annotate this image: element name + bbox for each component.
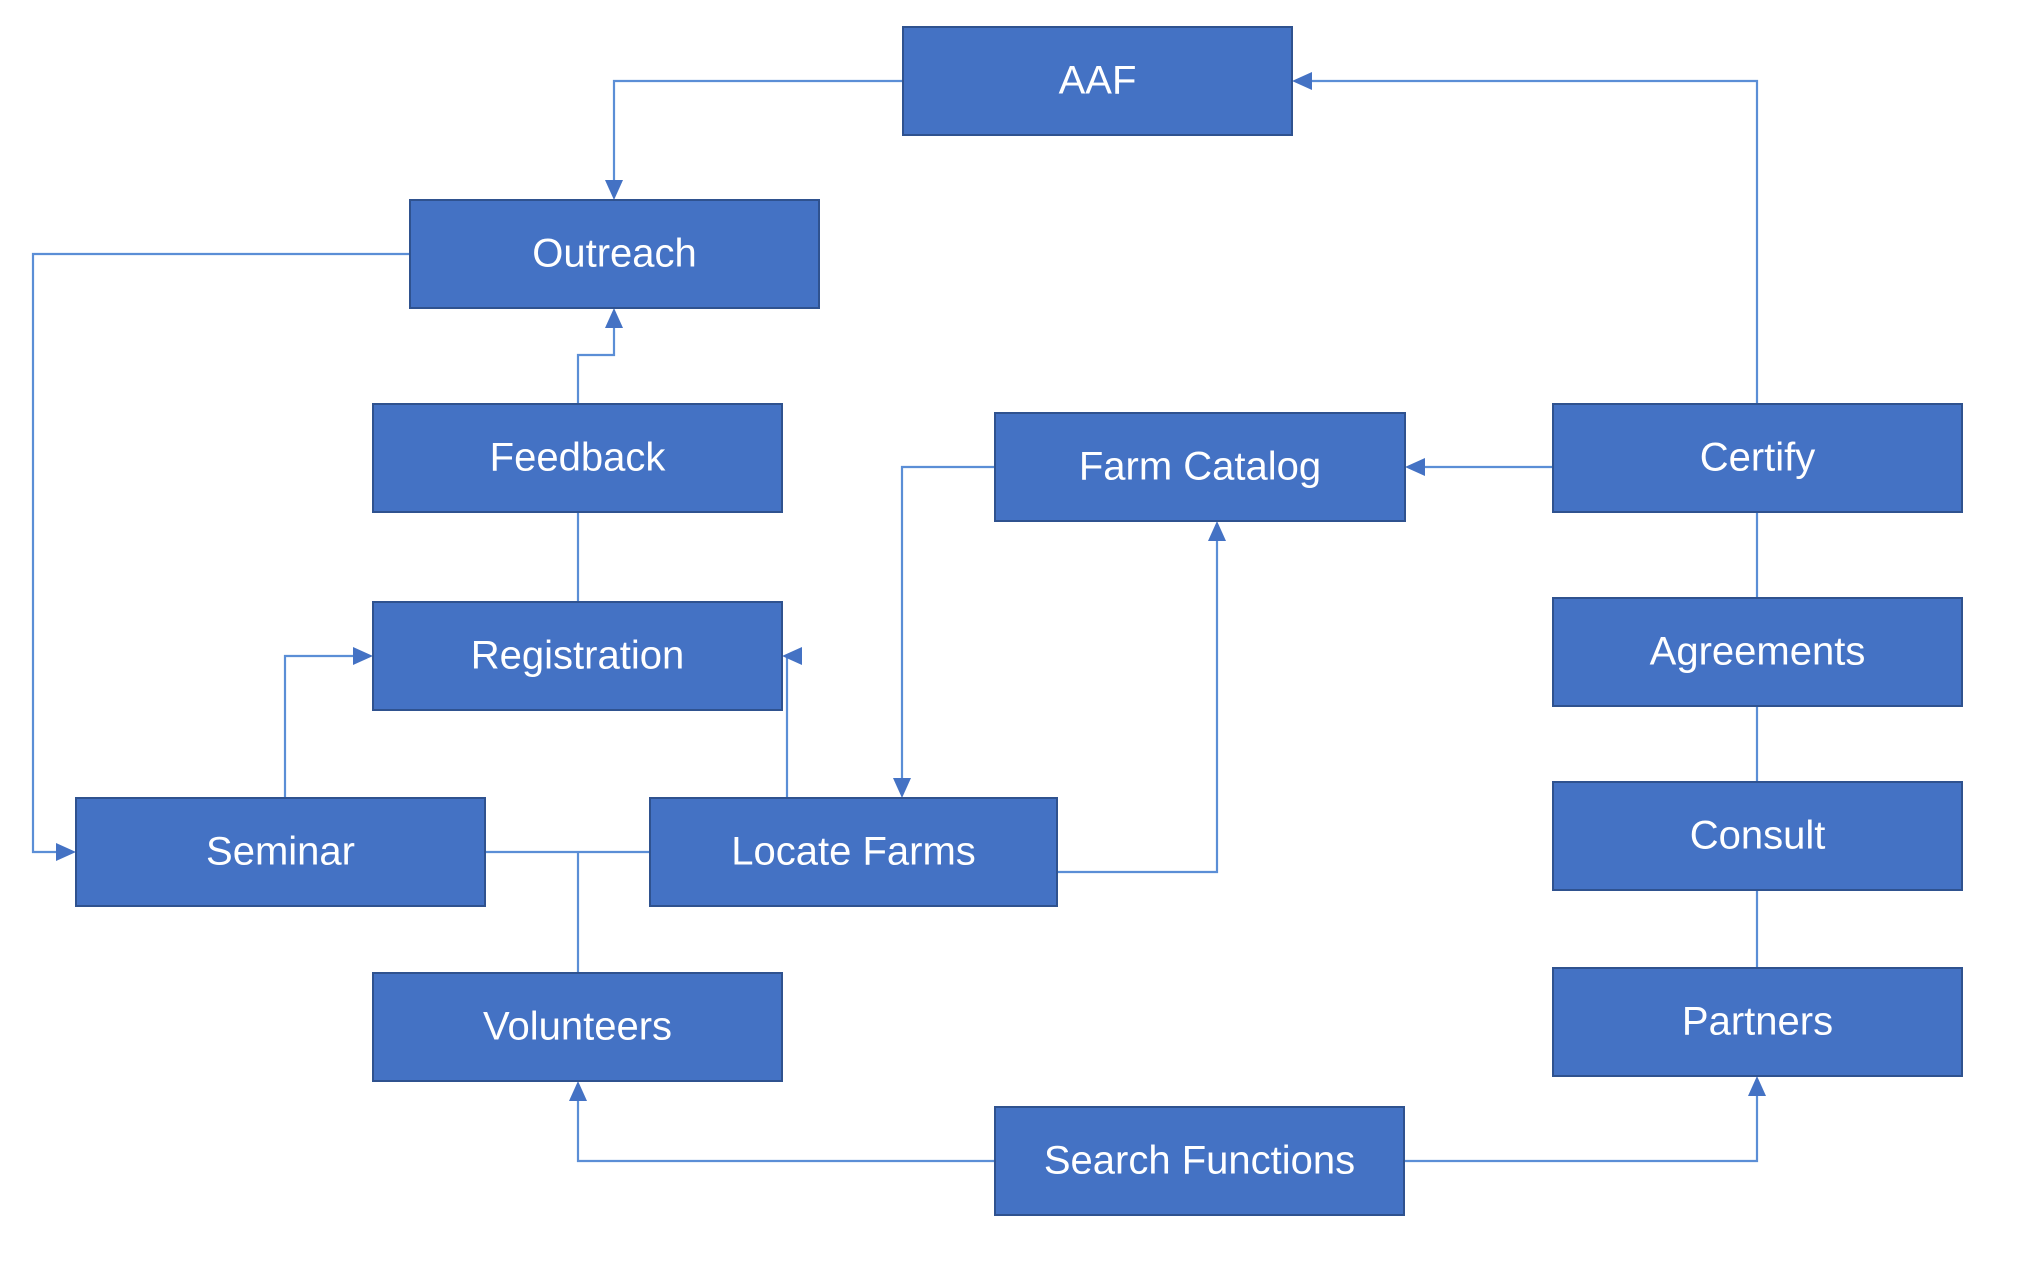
connector-line (576, 316, 616, 404)
node-box[interactable] (372, 972, 783, 1082)
node-label: Seminar (206, 830, 355, 874)
node-search-functions[interactable]: Search Functions (994, 1106, 1405, 1216)
arrowhead-icon (1292, 72, 1312, 90)
node-locate-farms[interactable]: Locate Farms (649, 797, 1058, 907)
node-box[interactable] (1552, 967, 1963, 1077)
connector-line (1404, 1084, 1759, 1163)
connector-locate-farms-to-registration (782, 647, 802, 798)
node-box[interactable] (994, 1106, 1405, 1216)
node-label: Registration (471, 634, 684, 678)
connector-search-functions-to-partners (1404, 1076, 1766, 1163)
node-label: Partners (1682, 1000, 1833, 1044)
connector-certify-to-farm-catalog (1405, 458, 1553, 476)
node-label: AAF (1059, 59, 1137, 103)
connections-layer (31, 72, 1766, 1163)
node-box[interactable] (1552, 597, 1963, 707)
arrowhead-icon (782, 647, 802, 665)
node-label: Feedback (490, 436, 667, 480)
node-label: Search Functions (1044, 1139, 1355, 1183)
node-label: Certify (1700, 436, 1816, 480)
connector-line (283, 654, 365, 798)
connector-locate-farms-to-farm-catalog (1057, 521, 1226, 874)
node-box[interactable] (372, 403, 783, 513)
node-aaf[interactable]: AAF (902, 26, 1293, 136)
node-box[interactable] (649, 797, 1058, 907)
node-label: Agreements (1650, 630, 1866, 674)
node-outreach[interactable]: Outreach (409, 199, 820, 309)
node-certify[interactable]: Certify (1552, 403, 1963, 513)
connector-farm-catalog-to-locate-farms (893, 465, 995, 798)
node-label: Outreach (532, 232, 697, 276)
node-box[interactable] (902, 26, 1293, 136)
node-box[interactable] (1552, 403, 1963, 513)
node-farm-catalog[interactable]: Farm Catalog (994, 412, 1406, 522)
node-feedback[interactable]: Feedback (372, 403, 783, 513)
arrowhead-icon (56, 843, 76, 861)
node-agreements[interactable]: Agreements (1552, 597, 1963, 707)
node-volunteers[interactable]: Volunteers (372, 972, 783, 1082)
connector-line (900, 465, 995, 790)
node-box[interactable] (75, 797, 486, 907)
arrowhead-icon (605, 308, 623, 328)
node-box[interactable] (994, 412, 1406, 522)
node-consult[interactable]: Consult (1552, 781, 1963, 891)
node-seminar[interactable]: Seminar (75, 797, 486, 907)
arrowhead-icon (605, 180, 623, 200)
connector-search-functions-to-volunteers (569, 1081, 995, 1163)
node-partners[interactable]: Partners (1552, 967, 1963, 1077)
arrowhead-icon (1405, 458, 1425, 476)
arrowhead-icon (1748, 1076, 1766, 1096)
connector-line (785, 654, 790, 798)
node-registration[interactable]: Registration (372, 601, 783, 711)
arrowhead-icon (569, 1081, 587, 1101)
arrowhead-icon (353, 647, 373, 665)
connector-outreach-to-seminar (31, 252, 410, 861)
node-label: Farm Catalog (1079, 445, 1321, 489)
connector-line (576, 1089, 995, 1163)
connector-line (612, 79, 903, 192)
connector-line (1300, 79, 1759, 404)
connector-seminar-to-registration (283, 647, 373, 798)
connector-certify-to-aaf (1292, 72, 1759, 404)
node-label: Volunteers (483, 1005, 672, 1049)
arrowhead-icon (893, 778, 911, 798)
node-label: Locate Farms (731, 830, 976, 874)
connector-aaf-to-outreach (605, 79, 903, 200)
node-box[interactable] (1552, 781, 1963, 891)
node-box[interactable] (409, 199, 820, 309)
connector-feedback-to-outreach (576, 308, 623, 404)
connector-line (1057, 529, 1219, 874)
arrowhead-icon (1208, 521, 1226, 541)
node-label: Consult (1690, 814, 1826, 858)
connector-line (31, 252, 410, 854)
node-box[interactable] (372, 601, 783, 711)
